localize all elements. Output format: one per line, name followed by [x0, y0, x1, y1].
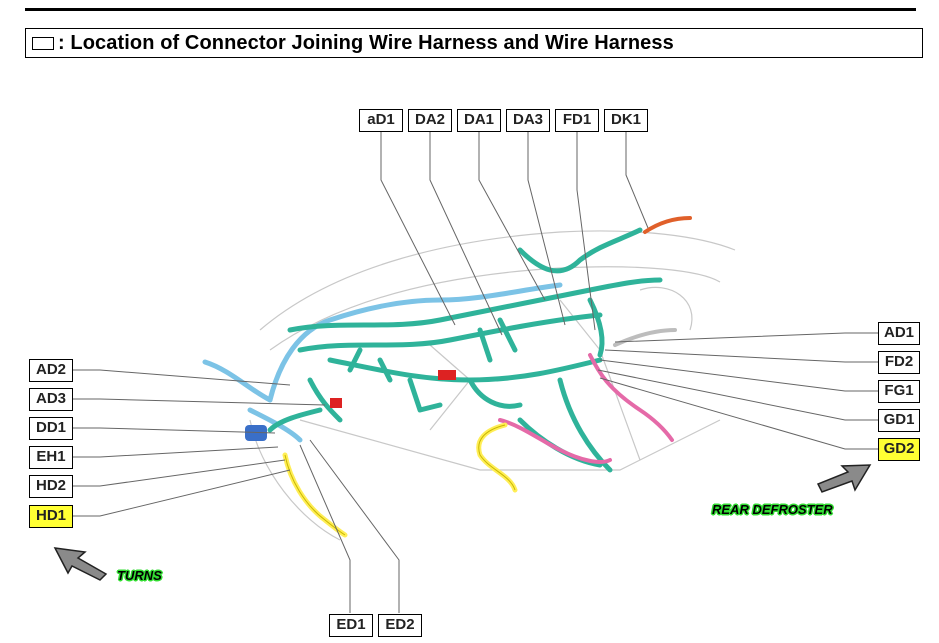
yellow-harness — [282, 422, 518, 538]
blue-connector — [245, 425, 267, 441]
connector-label-AD3: AD3 — [29, 388, 73, 411]
connector-label-FD1: FD1 — [555, 109, 599, 132]
connector-label-ED1: ED1 — [329, 614, 373, 637]
orange-harness — [643, 216, 692, 234]
pink-harness — [498, 353, 674, 464]
turns-arrow-icon — [53, 547, 108, 581]
top-rule — [25, 8, 916, 11]
page-title: : Location of Connector Joining Wire Har… — [58, 31, 674, 54]
connector-label-aD1: aD1 — [359, 109, 403, 132]
connector-label-DA2: DA2 — [408, 109, 452, 132]
connector-label-DK1: DK1 — [604, 109, 648, 132]
connector-label-FD2: FD2 — [878, 351, 920, 374]
red-connectors — [330, 370, 456, 408]
gray-harness — [613, 328, 677, 347]
blue-harness — [202, 282, 563, 443]
turns-note: TURNS — [117, 568, 162, 583]
connector-label-HD2: HD2 — [29, 475, 73, 498]
connector-label-DD1: DD1 — [29, 417, 73, 440]
connector-label-ED2: ED2 — [378, 614, 422, 637]
connector-label-DA3: DA3 — [506, 109, 550, 132]
connector-label-HD1: HD1 — [29, 505, 73, 528]
rear-defroster-arrow-icon — [816, 464, 872, 493]
connector-label-AD1: AD1 — [878, 322, 920, 345]
connector-label-GD1: GD1 — [878, 409, 920, 432]
connector-label-AD2: AD2 — [29, 359, 73, 382]
leader-lines — [73, 132, 878, 613]
main-harness — [267, 227, 663, 473]
diagram-header: : Location of Connector Joining Wire Har… — [25, 28, 923, 58]
connector-label-DA1: DA1 — [457, 109, 501, 132]
connector-label-EH1: EH1 — [29, 446, 73, 469]
box-icon — [32, 36, 54, 50]
dashboard-outline — [249, 230, 736, 541]
connector-label-GD2: GD2 — [878, 438, 920, 461]
rear-defroster-note: REAR DEFROSTER — [712, 502, 833, 517]
connector-label-FG1: FG1 — [878, 380, 920, 403]
